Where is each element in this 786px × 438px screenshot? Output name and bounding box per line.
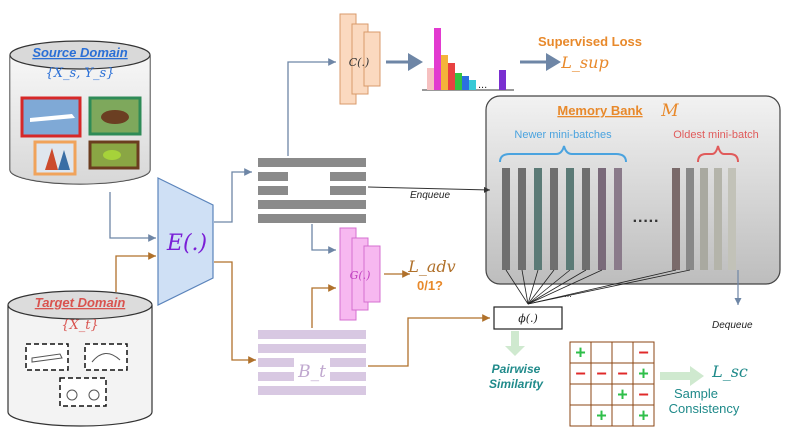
pairwise-label: Pairwise — [492, 362, 541, 376]
source-domain-title: Source Domain — [32, 45, 127, 60]
consistency-line1: Sample — [674, 386, 718, 401]
memory-bank-title: Memory Bank — [557, 103, 643, 118]
similarity-sign: + — [596, 406, 607, 426]
supervised-loss-symbol: L_sup — [560, 53, 608, 72]
enqueue-label: Enqueue — [410, 190, 450, 201]
newer-batches-label: Newer mini-batches — [514, 129, 612, 141]
target-to-encoder-arrow — [115, 252, 156, 292]
discriminator-block — [339, 227, 381, 321]
similarity-sign: + — [617, 385, 628, 405]
similarity-sign: + — [638, 364, 649, 384]
newer-batches-brace — [499, 145, 627, 163]
encoder-block — [157, 177, 214, 306]
encoder-to-target-batch-arrow — [214, 261, 256, 364]
memory-lines-ellipsis: ... — [564, 289, 572, 299]
similarity-sign: + — [638, 406, 649, 426]
classifier-label: C(.) — [349, 56, 370, 69]
similarity-sign: − — [638, 385, 649, 405]
target-domain-set: {X_t} — [61, 318, 99, 333]
similarity-grid — [569, 341, 655, 427]
memory-bank-symbol: M — [660, 101, 679, 121]
sketch-horse-image — [84, 343, 128, 371]
source-domain-set: {X_s, Y_s} — [46, 66, 115, 81]
encoder-label: E(.) — [166, 231, 207, 256]
source-batch — [258, 158, 366, 223]
memory-bank-ellipsis: ····· — [633, 213, 660, 230]
consistency-loss-symbol: L_sc — [711, 362, 748, 381]
sketch-airplane-image — [25, 343, 69, 371]
memory-to-projection-lines — [505, 269, 691, 305]
target-batch-to-discriminator-arrow — [311, 284, 336, 328]
supervised-loss-title: Supervised Loss — [538, 34, 642, 49]
source-domain-cylinder — [9, 40, 151, 185]
source-to-encoder-arrow — [109, 192, 156, 242]
target-batch-label: B_t — [297, 362, 326, 382]
source-batch-to-discriminator-arrow — [311, 224, 336, 254]
oldest-batch-label: Oldest mini-batch — [673, 129, 759, 141]
enqueue-arrow — [367, 186, 491, 193]
similarity-to-consistency-arrow — [660, 366, 704, 386]
target-domain-title: Target Domain — [35, 295, 126, 310]
similarity-sign: + — [575, 343, 586, 363]
adversarial-output: 0/1? — [417, 278, 443, 293]
similarity-signs: +−−−−++−++ — [575, 343, 649, 426]
target-domain-cylinder — [7, 290, 153, 427]
similarity-sign: − — [617, 364, 628, 384]
target-batch — [258, 330, 366, 395]
sketch-bicycle-image — [59, 377, 107, 407]
dequeue-label: Dequeue — [712, 320, 753, 331]
classifier-block — [339, 13, 381, 105]
encoder-to-source-batch-arrow — [214, 168, 252, 223]
class-histogram: ... — [422, 28, 514, 91]
oldest-batch-brace — [697, 145, 739, 163]
similarity-sign: − — [596, 364, 607, 384]
consistency-line2: Consistency — [669, 401, 740, 416]
histogram-ellipsis: ... — [478, 79, 487, 91]
projection-box — [493, 306, 563, 330]
batch-to-classifier-arrow — [287, 58, 336, 156]
projection-to-similarity-arrow — [505, 331, 525, 356]
source-batch-label: B_s — [296, 176, 327, 196]
projection-label: ϕ(.) — [518, 312, 538, 325]
similarity-sign: − — [638, 343, 649, 363]
memory-bank-columns — [502, 168, 736, 270]
target-batch-to-projection-arrow — [368, 314, 490, 367]
adversarial-loss-symbol: L_adv — [407, 257, 455, 276]
similarity-label: Similarity — [489, 377, 544, 391]
discriminator-label: G(.) — [350, 269, 371, 282]
similarity-sign: − — [575, 364, 586, 384]
